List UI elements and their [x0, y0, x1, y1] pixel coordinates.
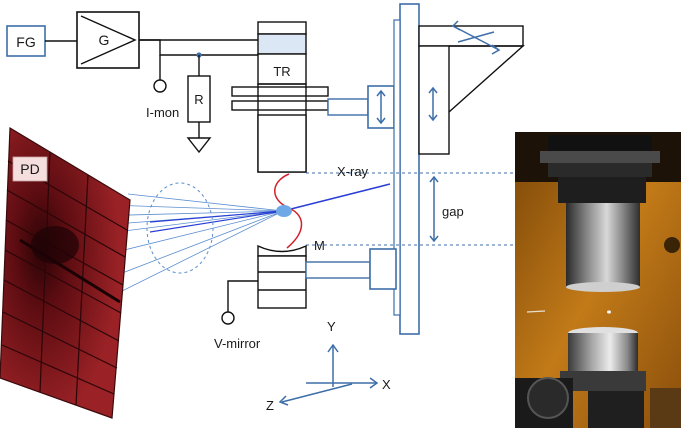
axis-z-label: Z	[266, 398, 274, 413]
axis-x-label: X	[382, 377, 391, 392]
ground-icon	[186, 137, 212, 154]
amp-to-transducer-wire	[139, 39, 258, 56]
scatter-cone-ellipse	[146, 182, 214, 274]
coordinate-axes	[278, 343, 379, 406]
fg-label: FG	[16, 34, 35, 50]
tr-label: TR	[273, 64, 290, 79]
support-frame	[399, 3, 420, 335]
pd-label: PD	[20, 161, 39, 177]
resistor-box: R	[187, 75, 211, 123]
transducer-assembly: TR	[231, 21, 329, 173]
top-mount-arm	[327, 85, 395, 129]
axis-y-label: Y	[327, 319, 336, 334]
levitator-photo	[515, 132, 681, 428]
function-generator-box: FG	[6, 25, 46, 57]
xray-label: X-ray	[337, 164, 369, 179]
imon-label: I-mon	[146, 105, 179, 120]
vmirror-wire	[227, 280, 258, 312]
vmirror-label: V-mirror	[214, 336, 261, 351]
xyz-stage	[418, 20, 525, 155]
imon-terminal-icon	[153, 79, 167, 93]
pixel-detector	[0, 126, 131, 419]
pd-label-box	[12, 156, 48, 182]
amplifier-box: G	[76, 11, 140, 69]
vmirror-terminal-icon	[221, 311, 235, 325]
m-label: M	[314, 238, 325, 253]
gap-arrow	[429, 175, 439, 243]
droplet	[276, 205, 292, 217]
r-label: R	[194, 92, 203, 107]
mirror-assembly	[257, 244, 397, 309]
frame-inner-rail	[393, 19, 401, 316]
scattered-rays-strong	[149, 210, 284, 233]
gap-label: gap	[442, 204, 464, 219]
xray-beam	[282, 183, 391, 212]
g-label: G	[99, 32, 110, 48]
